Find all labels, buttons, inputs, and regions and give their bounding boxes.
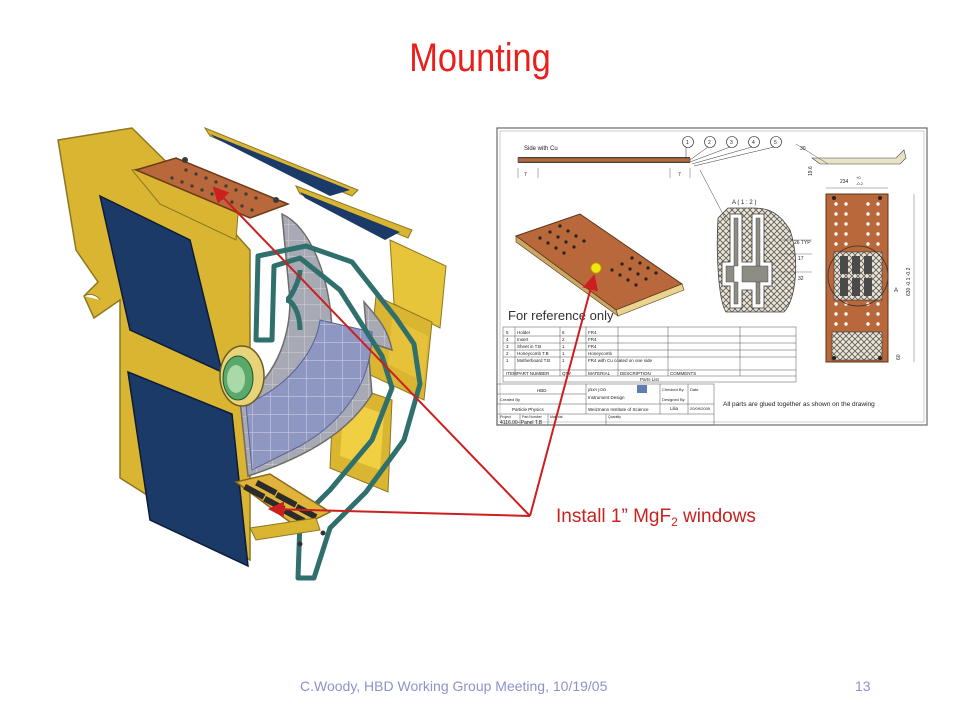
parts-cell: Insert [517, 337, 529, 342]
detail-label: A ( 1 : 2 ) [732, 200, 756, 206]
tb-project-label: Project [500, 415, 511, 419]
dim-32: 32 [798, 276, 804, 282]
glued-note: All parts are glued together as shown on… [723, 401, 875, 408]
balloon-2: 2 [708, 140, 711, 146]
tb-inst-hebrew: מכון ויצמן [588, 387, 606, 392]
tb-quantity-label: Quantity [608, 415, 621, 419]
parts-cell: 4 [506, 337, 509, 342]
dim-630: 630 -0.1 -0.2 [906, 267, 912, 296]
parts-cell: 5 [506, 330, 509, 335]
parts-cell: FR4 with Cu coated on one side [588, 358, 653, 363]
parts-header: COMMENTS [670, 371, 696, 376]
balloon-4: 4 [752, 140, 755, 146]
parts-cell: FR4 [588, 344, 597, 349]
parts-cell: 1 [562, 344, 565, 349]
drawing-board-front: 234 +0 -0.2 19.6 630 -0.1 -0.2 A 60 [808, 166, 915, 363]
dim-7b: 7 [678, 172, 681, 178]
parts-list-title: Parts List [640, 377, 660, 382]
parts-cell: 6 [562, 330, 565, 335]
balloon-3: 3 [730, 140, 733, 146]
window-cylinder [219, 345, 265, 407]
tb-designer: Lilia [670, 406, 679, 411]
parts-cell: 3 [506, 344, 509, 349]
tb-inst-name: Instrument Design [588, 395, 625, 400]
motherboard-top [133, 157, 291, 219]
title-block [496, 383, 715, 426]
slide-title: Mounting [409, 36, 551, 80]
caption-subscript: 2 [671, 515, 678, 529]
section-a-label: A [894, 288, 898, 294]
dim-7a: 7 [524, 172, 527, 178]
parts-cell: 1 [506, 358, 509, 363]
tb-date: 20/09/2005 [690, 406, 711, 411]
parts-header: DESCRIPTION [620, 371, 651, 376]
caption-text: Install 1” MgF [556, 506, 672, 527]
parts-header: PART NUMBER [517, 371, 550, 376]
dim-26: 26 TYP [794, 240, 811, 246]
dim-234-tol-bot: -0.2 [856, 181, 864, 186]
tb-inst-full: Weizmann Institute of Science [588, 407, 649, 412]
parts-cell: 1 [562, 351, 565, 356]
parts-cell: 2 [562, 337, 565, 342]
parts-cell: Holder [517, 330, 531, 335]
teal-frame [253, 243, 423, 581]
parts-header: QTY [562, 371, 571, 376]
tb-project: HBD [537, 388, 547, 393]
dim-234-tol-top: +0 [856, 175, 861, 180]
annotation-arrows [212, 186, 599, 518]
tb-date-label: Date [690, 387, 699, 392]
caption-text-end: windows [677, 506, 756, 527]
parts-cell: Sheet in T.B [517, 344, 541, 349]
dim-19-6: 19.6 [808, 166, 814, 176]
weizmann-logo-icon [637, 385, 647, 393]
mgf2-window-marker [590, 262, 602, 274]
slide-number: 13 [855, 678, 871, 694]
side-with-cu-label: Side with Cu [524, 146, 558, 152]
tb-part-number: 4116.00- Panel T.B [500, 420, 543, 426]
parts-header: MATERIAL [588, 371, 611, 376]
parts-cell: Honeycomb T.B [517, 351, 549, 356]
tb-created-by: Created By [500, 397, 520, 402]
parts-cell: Honeycomb [588, 351, 613, 356]
dim-17: 17 [798, 256, 804, 262]
tb-designed: Designed By [662, 397, 685, 402]
reference-note: For reference only [508, 308, 614, 323]
detail-section-a: A ( 1 : 2 ) 26 TYP 17 32 [716, 200, 812, 313]
parts-cell: 2 [506, 351, 509, 356]
blue-panel-lower [127, 370, 249, 568]
install-windows-caption: Install 1” MgF2 windows [556, 506, 756, 529]
dim-60: 60 [896, 354, 902, 360]
parts-cell: FR4 [588, 337, 597, 342]
balloon-5: 5 [774, 140, 777, 146]
engineering-drawing: Side with Cu 7 7 1 2 3 4 5 [496, 127, 928, 426]
parts-cell: FR4 [588, 330, 597, 335]
parts-cell: 1 [562, 358, 565, 363]
balloon-1: 1 [686, 140, 689, 146]
tb-checked: Checked By [662, 387, 684, 392]
parts-list [502, 326, 797, 383]
tb-dept: Particle Physics [512, 407, 545, 412]
detector-model [57, 126, 447, 581]
tb-part-label: Part Number [522, 415, 543, 419]
parts-cell: Motherboard T.B [517, 358, 550, 363]
footer-meeting: C.Woody, HBD Working Group Meeting, 10/1… [300, 678, 608, 694]
dim-30: 30 [800, 146, 806, 152]
parts-header: ITEM [506, 371, 517, 376]
dim-234: 234 [840, 179, 849, 185]
